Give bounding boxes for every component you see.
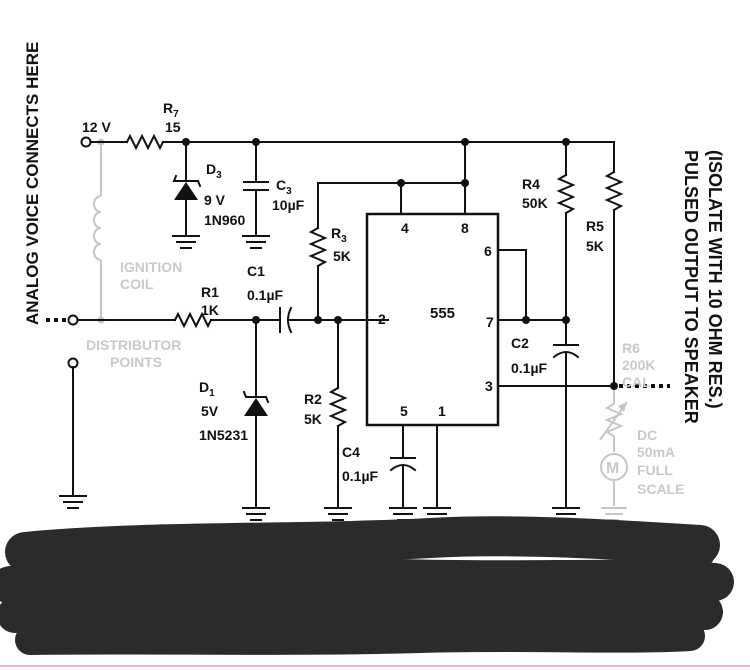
svg-text:C3: C3 xyxy=(276,177,292,197)
capacitor-c4 xyxy=(389,457,417,521)
svg-text:1: 1 xyxy=(438,403,446,419)
svg-text:5K: 5K xyxy=(304,411,322,427)
distributor-point-contact xyxy=(59,357,87,509)
svg-text:10µF: 10µF xyxy=(272,197,305,213)
input-terminal xyxy=(46,314,79,326)
svg-text:1K: 1K xyxy=(201,302,219,318)
svg-text:50mA: 50mA xyxy=(637,444,675,460)
distributor-points-label-1: DISTRIBUTOR xyxy=(86,337,181,353)
meter-section: M R6 200K CAL DC 50mA FULL SCALE xyxy=(599,340,684,521)
svg-text:0.1µF: 0.1µF xyxy=(247,287,284,303)
svg-text:C2: C2 xyxy=(511,335,529,351)
resistor-r5: R5 5K xyxy=(586,170,624,387)
svg-text:DC: DC xyxy=(637,427,657,443)
svg-text:M: M xyxy=(606,460,619,477)
resistor-r3: R3 5K xyxy=(308,182,351,321)
svg-text:R2: R2 xyxy=(304,391,322,407)
svg-text:200K: 200K xyxy=(622,357,655,373)
svg-text:15: 15 xyxy=(165,119,181,135)
svg-text:7: 7 xyxy=(486,314,494,330)
capacitor-c3: C3 10µF xyxy=(242,141,305,249)
redaction-scribble xyxy=(0,516,734,655)
resistor-r2: R2 5K xyxy=(304,319,352,521)
isolate-resistor-note: (ISOLATE WITH 10 OHM RES.) xyxy=(705,150,725,409)
supply-voltage-label: 12 V xyxy=(82,119,111,135)
capacitor-c4-value: 0.1µF xyxy=(342,468,379,484)
svg-text:R5: R5 xyxy=(586,218,604,234)
ic-555: 555 4 8 6 2 7 3 5 1 xyxy=(365,212,500,427)
capacitor-c4-label: C4 xyxy=(342,444,360,460)
svg-text:D1: D1 xyxy=(199,379,215,399)
svg-text:R7: R7 xyxy=(163,100,179,120)
svg-text:C1: C1 xyxy=(247,263,265,279)
svg-text:2: 2 xyxy=(378,311,386,327)
distributor-points-label-2: POINTS xyxy=(110,354,162,370)
svg-text:9 V: 9 V xyxy=(204,192,226,208)
resistor-r7: R7 15 xyxy=(125,100,181,151)
svg-text:1N960: 1N960 xyxy=(204,212,245,228)
svg-text:0.1µF: 0.1µF xyxy=(511,360,548,376)
svg-text:8: 8 xyxy=(461,220,469,236)
svg-text:D3: D3 xyxy=(206,161,222,181)
svg-text:SCALE: SCALE xyxy=(637,481,684,497)
resistor-r1: R1 1K xyxy=(173,284,219,329)
svg-text:5V: 5V xyxy=(201,403,219,419)
ignition-coil-label-2: COIL xyxy=(120,276,154,292)
supply-terminal: 12 V xyxy=(80,119,111,148)
svg-text:R6: R6 xyxy=(622,340,640,356)
zener-diode-d3: D3 9 V 1N960 xyxy=(172,141,245,249)
svg-text:4: 4 xyxy=(401,220,409,236)
svg-text:50K: 50K xyxy=(522,195,548,211)
svg-text:6: 6 xyxy=(484,243,492,259)
svg-text:R1: R1 xyxy=(201,284,219,300)
svg-text:R3: R3 xyxy=(331,225,347,245)
svg-text:1N5231: 1N5231 xyxy=(199,427,248,443)
svg-text:5K: 5K xyxy=(586,238,604,254)
svg-text:FULL: FULL xyxy=(637,462,673,478)
svg-text:5K: 5K xyxy=(333,248,351,264)
analog-voice-label: ANALOG VOICE CONNECTS HERE xyxy=(23,42,42,325)
ignition-coil-label-1: IGNITION xyxy=(120,259,182,275)
ic-name: 555 xyxy=(430,305,455,322)
zener-diode-d1: D1 5V 1N5231 xyxy=(199,319,270,521)
ignition-section: IGNITION COIL DISTRIBUTOR POINTS xyxy=(86,138,182,370)
svg-text:R4: R4 xyxy=(522,176,540,192)
capacitor-c2: C2 0.1µF xyxy=(511,319,580,521)
svg-text:5: 5 xyxy=(400,403,408,419)
resistor-r4: R4 50K xyxy=(522,141,576,321)
pulsed-output-label: PULSED OUTPUT TO SPEAKER xyxy=(681,150,701,424)
svg-text:3: 3 xyxy=(485,378,493,394)
svg-text:CAL: CAL xyxy=(622,374,651,390)
